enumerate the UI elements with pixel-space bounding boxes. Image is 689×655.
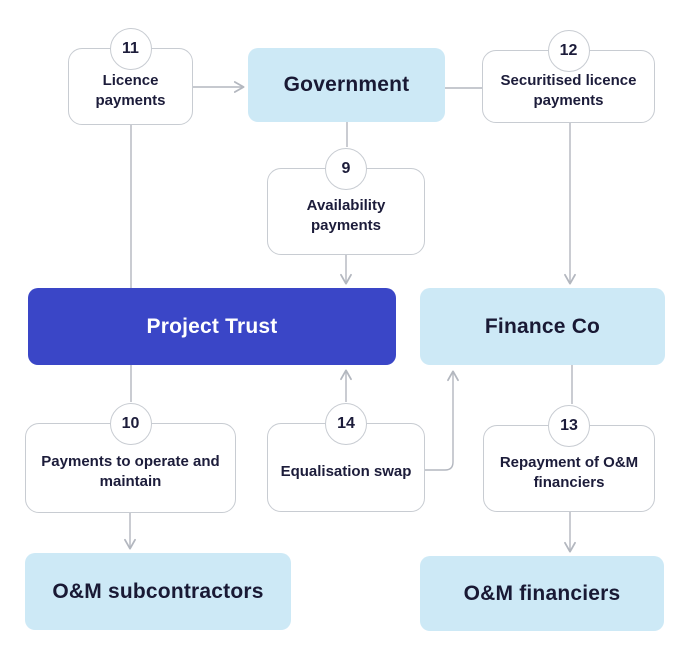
flow-number-badge: 10 <box>109 403 152 445</box>
edge-equalisation-to-financeco <box>425 370 459 471</box>
node-om-financiers: O&M financiers <box>420 556 664 631</box>
node-label: O&M subcontractors <box>52 579 264 603</box>
flow-number-badge: 14 <box>325 403 367 445</box>
node-project-trust: Project Trust <box>28 288 396 365</box>
node-label: O&M financiers <box>463 581 621 605</box>
flow-label: Availability payments <box>306 196 386 234</box>
flow-label: Licence payments <box>95 71 166 109</box>
flow-number-badge: 9 <box>325 148 367 190</box>
flow-label: Securitised licence payments <box>500 71 637 109</box>
flow-licence-payments: 11 Licence payments <box>68 28 193 125</box>
flow-securitised-licence-payments: 12 Securitised licence payments <box>482 30 655 123</box>
node-om-subcontractors: O&M subcontractors <box>25 553 291 630</box>
flow-availability-payments: 9 Availability payments <box>267 148 425 255</box>
flow-label: Payments to operate and maintain <box>41 453 220 490</box>
flow-label: Equalisation swap <box>280 462 412 480</box>
node-label: Government <box>283 73 410 96</box>
flow-number-badge: 13 <box>548 405 590 447</box>
node-label: Finance Co <box>484 314 601 338</box>
node-label: Project Trust <box>146 314 278 338</box>
flow-label: Repayment of O&M financiers <box>499 453 639 491</box>
flow-equalisation-swap: 14 Equalisation swap <box>267 403 425 512</box>
node-finance-co: Finance Co <box>420 288 665 365</box>
flow-repayment-om-financiers: 13 Repayment of O&M financiers <box>483 405 655 512</box>
flow-number-badge: 12 <box>547 30 590 72</box>
flow-number-badge: 11 <box>109 28 152 70</box>
flow-payments-to-operate: 10 Payments to operate and maintain <box>25 403 236 513</box>
node-government: Government <box>248 48 445 122</box>
